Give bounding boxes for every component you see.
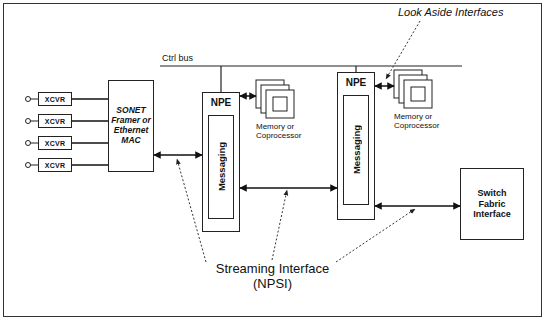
messaging-block: Messaging — [208, 115, 234, 219]
callout-label: Look Aside Interfaces — [398, 6, 536, 19]
connector — [72, 142, 108, 144]
framer-box: SONET Framer or Ethernet MAC — [108, 80, 154, 172]
switch-fabric-box: Switch Fabric Interface — [460, 168, 524, 240]
transceiver-box: XCVR — [38, 158, 72, 172]
transceiver-box: XCVR — [38, 114, 72, 128]
node-text: NPE — [346, 73, 367, 88]
connector — [240, 95, 256, 97]
processor-box: NPE Messaging — [202, 92, 240, 232]
callout-arrows — [177, 21, 420, 262]
messaging-block: Messaging — [343, 95, 369, 205]
port-symbols — [26, 97, 39, 168]
interface-label: Streaming Interface (NPSI) — [205, 262, 340, 292]
node-text: Messaging — [351, 125, 362, 174]
node-text: XCVR — [43, 162, 68, 169]
transceiver-box: XCVR — [38, 136, 72, 150]
node-text: XCVR — [43, 118, 68, 125]
node-text: SONET Framer or Ethernet MAC — [109, 104, 153, 147]
connector — [72, 164, 108, 166]
outer-frame — [4, 4, 542, 317]
connector — [375, 85, 394, 87]
connector — [154, 154, 202, 156]
node-text: XCVR — [43, 140, 68, 147]
connector — [240, 187, 337, 189]
connector — [375, 205, 460, 207]
connector — [72, 98, 108, 100]
node-text: Switch Fabric Interface — [461, 185, 523, 223]
processor-box: NPE Messaging — [337, 72, 375, 220]
node-text: Messaging — [216, 142, 227, 191]
transceiver-box: XCVR — [38, 92, 72, 106]
node-text: Memory or Coprocessor — [256, 122, 314, 140]
memory-stack: Memory or Coprocessor — [256, 80, 314, 144]
bus-label: Ctrl bus — [162, 53, 222, 63]
connector — [72, 120, 108, 122]
node-text: Memory or Coprocessor — [394, 112, 452, 130]
node-text: NPE — [211, 93, 232, 108]
node-text: XCVR — [43, 96, 68, 103]
memory-stack: Memory or Coprocessor — [394, 70, 452, 134]
